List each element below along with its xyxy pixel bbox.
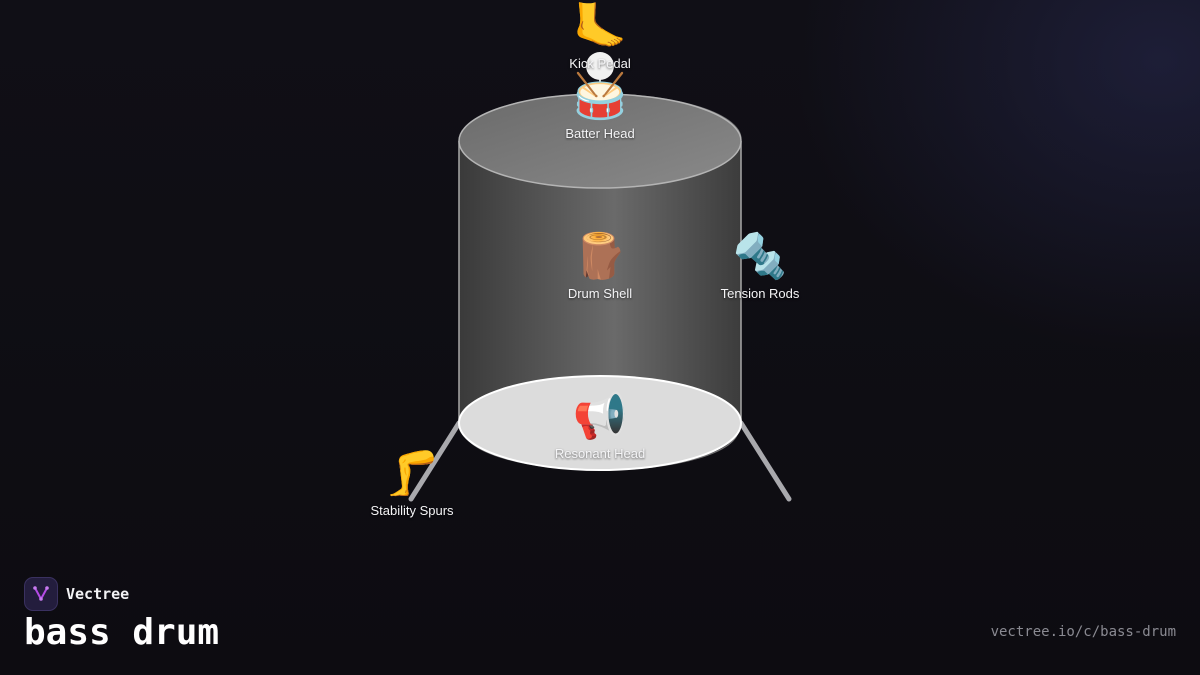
tension-rods: 🔩 Tension Rods bbox=[680, 231, 840, 302]
bolt-icon: 🔩 bbox=[732, 231, 788, 282]
kick-pedal: 🦶 Kick Pedal bbox=[520, 1, 680, 72]
batter-head: 🥁 Batter Head bbox=[520, 71, 680, 142]
resonant-head: 📢 Resonant Head bbox=[520, 391, 680, 462]
brand-name: Vectree bbox=[66, 585, 130, 603]
resonant-head-disc bbox=[458, 375, 742, 471]
tension-rods-label: Tension Rods bbox=[720, 286, 800, 301]
kick-pedal-beater bbox=[586, 52, 614, 92]
batter-head-disc bbox=[458, 93, 742, 189]
stability-spurs-label: Stability Spurs bbox=[370, 503, 454, 518]
foot-icon: 🦶 bbox=[572, 1, 628, 52]
vectree-logo-icon bbox=[24, 577, 58, 611]
page-url-link[interactable]: vectree.io/c/bass-drum bbox=[990, 624, 1176, 640]
kick-pedal-label: Kick Pedal bbox=[569, 56, 631, 71]
leg-icon: 🦵 bbox=[384, 448, 440, 499]
resonant-head-label: Resonant Head bbox=[554, 446, 646, 461]
drum-icon: 🥁 bbox=[572, 71, 628, 122]
drum-shell-label: Drum Shell bbox=[567, 286, 633, 301]
brand[interactable]: Vectree bbox=[24, 577, 129, 611]
stability-spurs-stands bbox=[408, 420, 792, 502]
page-title: bass drum bbox=[24, 612, 220, 653]
drum-shell: 🪵 Drum Shell bbox=[520, 231, 680, 302]
loudspeaker-icon: 📢 bbox=[572, 391, 628, 442]
stability-spurs: 🦵 Stability Spurs bbox=[332, 448, 492, 519]
batter-head-label: Batter Head bbox=[565, 126, 635, 141]
wood-log-icon: 🪵 bbox=[572, 231, 628, 282]
